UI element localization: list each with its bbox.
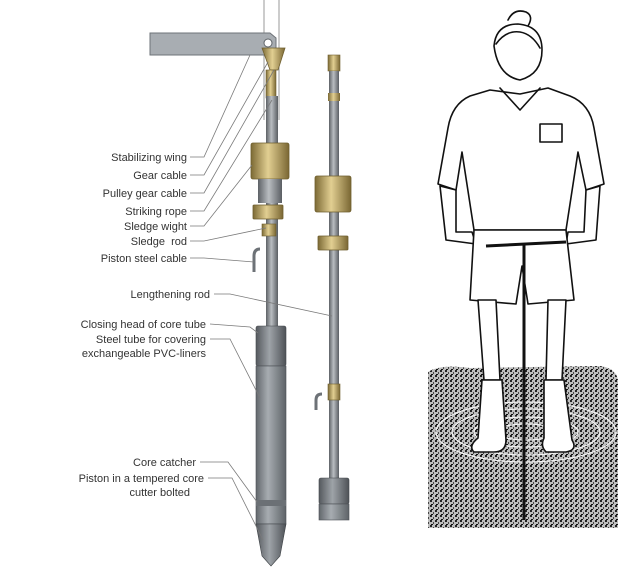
- leader-closing-head: [210, 324, 258, 333]
- extension-rod-top: [328, 55, 340, 71]
- label-closing-head: Closing head of core tube: [81, 319, 206, 331]
- extension-cable-hook: [316, 394, 322, 410]
- pulley-shaft: [266, 70, 276, 98]
- extension-rod-shaft: [329, 101, 339, 481]
- extension-rod-ring: [328, 93, 340, 101]
- label-core-catcher: Core catcher: [133, 457, 196, 469]
- piston-cutter: [256, 524, 286, 566]
- leader-piston-steel-cable: [190, 258, 254, 262]
- extension-coupling: [328, 384, 340, 400]
- leader-sledge-rod: [190, 228, 266, 241]
- extension-rod-upper: [329, 71, 339, 93]
- leader-core-catcher: [200, 462, 257, 502]
- label-piston-line1: Piston in a tempered core: [79, 473, 204, 485]
- leader-stabilizing-wing: [190, 55, 250, 157]
- label-gear-cable: Gear cable: [133, 170, 187, 182]
- stabilizing-wing: [150, 33, 276, 55]
- leader-piston: [208, 478, 263, 540]
- extension-collar: [318, 236, 348, 250]
- piston-cable-hook: [254, 249, 260, 272]
- label-stabilizing-wing: Stabilizing wing: [111, 152, 187, 164]
- label-piston-line2: cutter bolted: [129, 487, 190, 499]
- label-pulley-gear-cable: Pulley gear cable: [103, 188, 187, 200]
- label-striking-rope: Striking rope: [125, 206, 187, 218]
- label-sledge-wight: Sledge wight: [124, 221, 187, 233]
- sledge-collar: [253, 205, 283, 219]
- right-leg: [546, 300, 566, 380]
- label-lengthening-rod: Lengthening rod: [130, 289, 210, 301]
- extension-bottom-head: [319, 478, 349, 504]
- wing-pivot: [264, 39, 272, 47]
- leader-sledge-wight: [190, 165, 252, 226]
- extension-rod-assembly: [315, 55, 351, 520]
- core-catcher: [256, 500, 286, 506]
- closing-head: [256, 326, 286, 366]
- label-steel-tube-line2: exchangeable PVC-liners: [82, 348, 207, 360]
- labels: Stabilizing wing Gear cable Pulley gear …: [79, 152, 210, 499]
- person-illustration: [428, 11, 618, 528]
- sledge-weight-neck: [258, 179, 282, 203]
- label-sledge-rod: Sledge rod: [131, 236, 187, 248]
- leader-steel-tube: [210, 339, 260, 398]
- label-piston-steel-cable: Piston steel cable: [101, 253, 187, 265]
- extension-sledge-weight: [315, 176, 351, 212]
- extension-bottom-tube: [319, 504, 349, 520]
- label-steel-tube-line1: Steel tube for covering: [96, 334, 206, 346]
- sledge-weight: [251, 143, 289, 179]
- rod-coupling: [262, 224, 276, 236]
